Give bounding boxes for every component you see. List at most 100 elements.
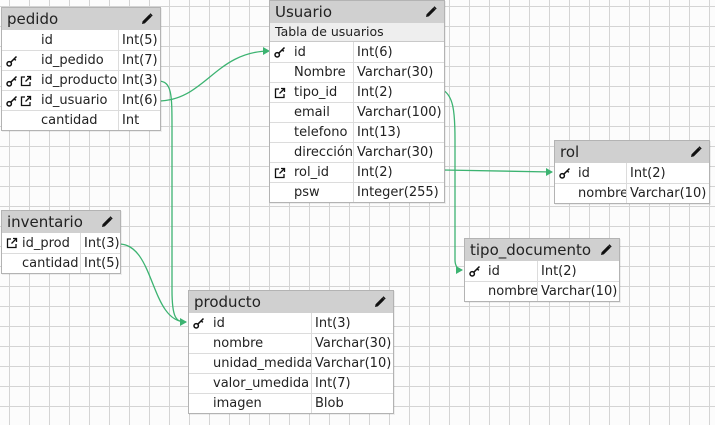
edit-pencil-icon[interactable] <box>101 216 113 228</box>
edit-pencil-icon[interactable] <box>425 6 437 18</box>
table-row[interactable]: id_pedido Int(7) <box>2 50 160 70</box>
table-title: Usuario <box>275 3 333 21</box>
table-header[interactable]: tipo_documento <box>465 239 619 261</box>
table-row[interactable]: tipo_id Int(2) <box>270 82 444 102</box>
column-name: imagen <box>209 394 312 413</box>
key-icon <box>6 95 18 107</box>
table-row[interactable]: id Int(5) <box>2 30 160 50</box>
row-icons <box>270 143 290 162</box>
column-name: id_pedido <box>37 51 119 70</box>
key-icon <box>469 265 481 277</box>
row-icons <box>189 354 209 373</box>
table-row[interactable]: id Int(6) <box>270 42 444 62</box>
row-icons <box>270 183 290 202</box>
link-usuario-tipo <box>442 89 463 271</box>
table-title: pedido <box>7 10 59 28</box>
edit-pencil-icon[interactable] <box>141 13 153 25</box>
edit-pencil-icon[interactable] <box>690 146 702 158</box>
table-header[interactable]: Usuario <box>270 1 444 23</box>
table-row[interactable]: unidad_medida Varchar(10) <box>189 353 393 373</box>
foreign-key-icon <box>20 75 32 86</box>
column-name: id_producto <box>37 71 119 90</box>
foreign-key-icon <box>6 237 18 249</box>
column-name: id <box>37 30 119 50</box>
column-type: Int(5) <box>122 32 158 48</box>
table-row[interactable]: cantidad Int(5) <box>2 253 120 273</box>
foreign-key-icon <box>274 167 286 178</box>
table-row[interactable]: id_producto Int(3) <box>2 70 160 90</box>
table-row[interactable]: dirección Varchar(30) <box>270 142 444 162</box>
key-icon <box>559 167 571 179</box>
column-type: Varchar(10) <box>541 284 618 299</box>
table-row[interactable]: nombre Varchar(10) <box>465 281 619 301</box>
column-name: cantidad <box>20 254 81 273</box>
table-pedido[interactable]: pedido id Int(5) id_pedido Int(7) id_pro… <box>1 7 161 131</box>
table-header[interactable]: pedido <box>2 8 160 30</box>
table-row[interactable]: email Varchar(100) <box>270 102 444 122</box>
column-type: Int(6) <box>357 44 393 60</box>
row-icons <box>270 123 290 142</box>
table-producto[interactable]: producto id Int(3) nombre Varchar(30) un… <box>188 290 394 414</box>
table-row[interactable]: nombre Varchar(10) <box>555 183 709 203</box>
table-header[interactable]: inventario <box>2 211 120 233</box>
row-icons <box>2 91 37 110</box>
column-name: id_prod <box>20 233 81 253</box>
column-name: Nombre <box>290 63 354 82</box>
table-row[interactable]: Nombre Varchar(30) <box>270 62 444 82</box>
table-row[interactable]: id Int(2) <box>465 261 619 281</box>
table-usuario[interactable]: Usuario Tabla de usuarios id Int(6) Nomb… <box>269 0 445 203</box>
link-inventario-producto <box>118 243 187 323</box>
row-icons <box>2 30 37 50</box>
row-icons <box>270 63 290 82</box>
table-row[interactable]: id Int(3) <box>189 313 393 333</box>
table-rol[interactable]: rol id Int(2) nombre Varchar(10) <box>554 140 710 204</box>
table-row[interactable]: valor_umedida Int(7) <box>189 373 393 393</box>
table-row[interactable]: telefono Int(13) <box>270 122 444 142</box>
column-name: valor_umedida <box>209 374 312 393</box>
table-inventario[interactable]: inventario id_prod Int(3) cantidad Int(5… <box>1 210 121 274</box>
edit-pencil-icon[interactable] <box>600 244 612 256</box>
column-name: id <box>290 42 354 62</box>
row-icons <box>189 394 209 413</box>
column-type: Blob <box>315 396 344 411</box>
row-icons <box>2 254 20 273</box>
column-type: Int(3) <box>315 315 351 331</box>
table-title: inventario <box>7 213 83 231</box>
table-row[interactable]: id Int(2) <box>555 163 709 183</box>
column-type: Int(2) <box>541 263 577 279</box>
row-icons <box>189 374 209 393</box>
foreign-key-icon <box>274 87 286 98</box>
column-name: id <box>574 163 627 183</box>
table-header[interactable]: producto <box>189 291 393 313</box>
column-name: nombre <box>484 282 538 301</box>
edit-pencil-icon[interactable] <box>374 296 386 308</box>
column-type: Int(3) <box>84 235 120 251</box>
row-icons <box>555 163 574 183</box>
foreign-key-icon <box>20 95 32 106</box>
table-row[interactable]: rol_id Int(2) <box>270 162 444 182</box>
column-type: Int(7) <box>315 376 351 391</box>
column-name: email <box>290 103 354 122</box>
column-type: Int(2) <box>630 165 666 181</box>
table-title: producto <box>194 293 261 311</box>
row-icons <box>189 334 209 353</box>
table-row[interactable]: id_usuario Int(6) <box>2 90 160 110</box>
column-type: Varchar(30) <box>315 336 392 351</box>
column-type: Int(3) <box>122 73 158 88</box>
table-tipo-documento[interactable]: tipo_documento id Int(2) nombre Varchar(… <box>464 238 620 302</box>
column-name: id_usuario <box>37 91 119 110</box>
table-row[interactable]: imagen Blob <box>189 393 393 413</box>
table-row[interactable]: cantidad Int <box>2 110 160 130</box>
table-row[interactable]: nombre Varchar(30) <box>189 333 393 353</box>
arrow-producto-id <box>180 318 187 326</box>
table-row[interactable]: psw Integer(255) <box>270 182 444 202</box>
table-title: tipo_documento <box>470 241 592 259</box>
column-type: Varchar(100) <box>357 105 442 120</box>
table-header[interactable]: rol <box>555 141 709 163</box>
arrow-rol-id <box>546 168 553 176</box>
row-icons <box>270 163 290 182</box>
column-name: dirección <box>290 143 354 162</box>
link-pedido-producto <box>157 80 187 323</box>
table-row[interactable]: id_prod Int(3) <box>2 233 120 253</box>
column-type: Int(5) <box>84 256 120 271</box>
